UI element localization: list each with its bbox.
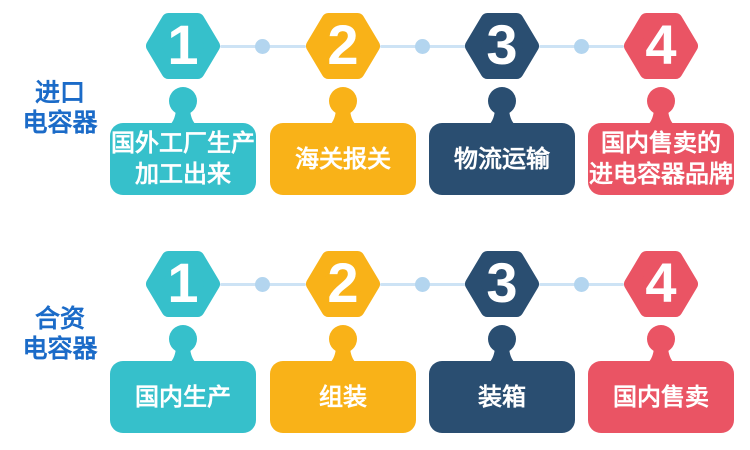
row-label-joint-venture: 合资 电容器 xyxy=(0,304,120,364)
step-hexagon: 1 xyxy=(146,251,220,317)
step-box: 国内生产 xyxy=(110,361,256,433)
step-box-line1: 国内售卖 xyxy=(613,383,709,411)
row-label-line: 进口 xyxy=(34,79,85,107)
step: 2 组装 xyxy=(270,238,416,450)
step-hexagon: 1 xyxy=(146,13,220,79)
step-number: 1 xyxy=(167,250,199,314)
step-box: 组装 xyxy=(270,361,416,433)
hexagon-badge-icon xyxy=(306,251,380,317)
connector-dot xyxy=(255,277,270,292)
step: 3 物流运输 xyxy=(429,0,575,212)
step-box: 海关报关 xyxy=(270,123,416,195)
step-box: 国内售卖 xyxy=(588,361,734,433)
connector-dot xyxy=(574,277,589,292)
step-box: 物流运输 xyxy=(429,123,575,195)
hexagon-badge-icon xyxy=(624,13,698,79)
step-number: 3 xyxy=(486,12,518,76)
hexagon-badge-icon xyxy=(146,13,220,79)
connector-dot xyxy=(415,277,430,292)
step: 3 装箱 xyxy=(429,238,575,450)
hexagon-badge-icon xyxy=(306,13,380,79)
row-label-line: 电容器 xyxy=(22,335,98,363)
connector-dot xyxy=(255,39,270,54)
row-label-line: 合资 xyxy=(34,305,85,333)
step-hexagon: 2 xyxy=(306,13,380,79)
row-imported-capacitor: 进口 电容器 1 国外工厂生产 加工出 xyxy=(0,0,750,212)
step-hexagon: 4 xyxy=(624,13,698,79)
hexagon-badge-icon xyxy=(465,13,539,79)
step-box-line1: 国内售卖的 xyxy=(601,130,721,157)
step-box-line1: 物流运输 xyxy=(454,145,550,173)
hexagon-badge-icon xyxy=(146,251,220,317)
step-box-line2: 加工出来 xyxy=(135,161,231,188)
step-box: 国内售卖的 进电容器品牌 xyxy=(588,123,734,195)
step: 4 国内售卖的 进电容器品牌 xyxy=(588,0,734,212)
step-box-line1: 装箱 xyxy=(478,383,526,411)
step-number: 3 xyxy=(486,250,518,314)
hexagon-badge-icon xyxy=(465,251,539,317)
row-joint-venture-capacitor: 合资 电容器 1 国内生产 xyxy=(0,238,750,450)
row-label-line: 电容器 xyxy=(22,109,98,137)
step-box-line1: 国外工厂生产 xyxy=(111,130,255,157)
connector-dot xyxy=(415,39,430,54)
step-box: 国外工厂生产 加工出来 xyxy=(110,123,256,195)
step-box-line1: 国内生产 xyxy=(135,383,231,411)
row-label-imported: 进口 电容器 xyxy=(0,78,120,138)
step: 1 国外工厂生产 加工出来 xyxy=(110,0,256,212)
step-box-line2: 进电容器品牌 xyxy=(589,161,733,188)
step-box-line1: 组装 xyxy=(319,383,367,411)
step-box-line1: 海关报关 xyxy=(295,145,391,173)
step-hexagon: 3 xyxy=(465,251,539,317)
step-hexagon: 3 xyxy=(465,13,539,79)
step-number: 4 xyxy=(645,250,677,314)
step-box: 装箱 xyxy=(429,361,575,433)
step-number: 2 xyxy=(327,12,359,76)
step-number: 4 xyxy=(645,12,677,76)
hexagon-badge-icon xyxy=(624,251,698,317)
step: 4 国内售卖 xyxy=(588,238,734,450)
step: 2 海关报关 xyxy=(270,0,416,212)
connector-dot xyxy=(574,39,589,54)
step-hexagon: 2 xyxy=(306,251,380,317)
step-hexagon: 4 xyxy=(624,251,698,317)
step: 1 国内生产 xyxy=(110,238,256,450)
step-number: 2 xyxy=(327,250,359,314)
step-number: 1 xyxy=(167,12,199,76)
